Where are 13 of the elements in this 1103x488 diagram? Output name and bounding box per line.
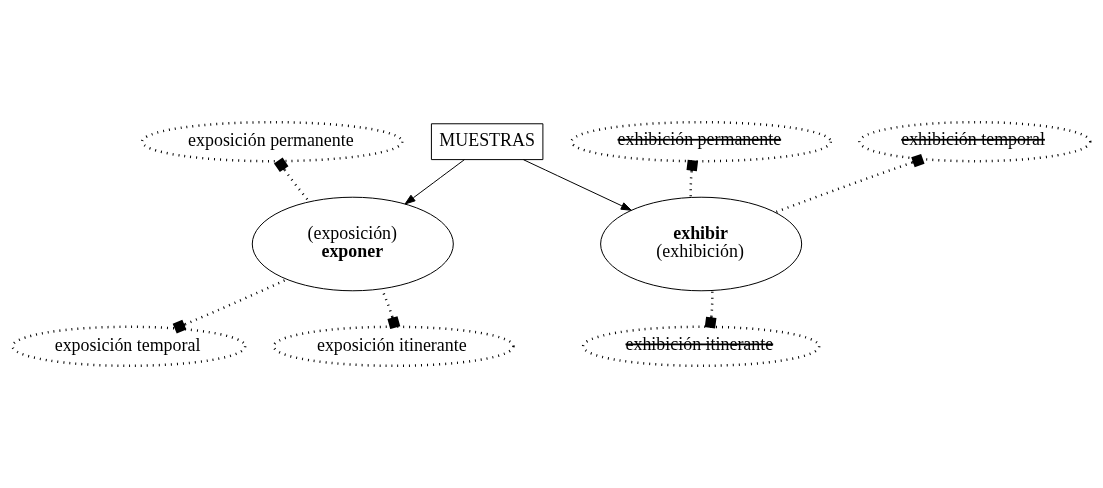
connector	[172, 278, 288, 334]
node-box: MUESTRAS	[430, 123, 544, 161]
connector	[686, 159, 699, 198]
node-ellipse: exposición permanente	[140, 120, 404, 163]
arrow	[522, 159, 632, 211]
node-ellipse: exhibición itinerante	[581, 325, 821, 368]
connector	[704, 290, 717, 329]
connector	[774, 153, 925, 214]
node-ellipse: exhibir (exhibición)	[600, 196, 803, 292]
arrow	[404, 159, 465, 205]
node-ellipse: exposición itinerante	[272, 325, 515, 368]
node-ellipse: exhibición permanente	[570, 120, 832, 163]
connector	[273, 157, 311, 203]
